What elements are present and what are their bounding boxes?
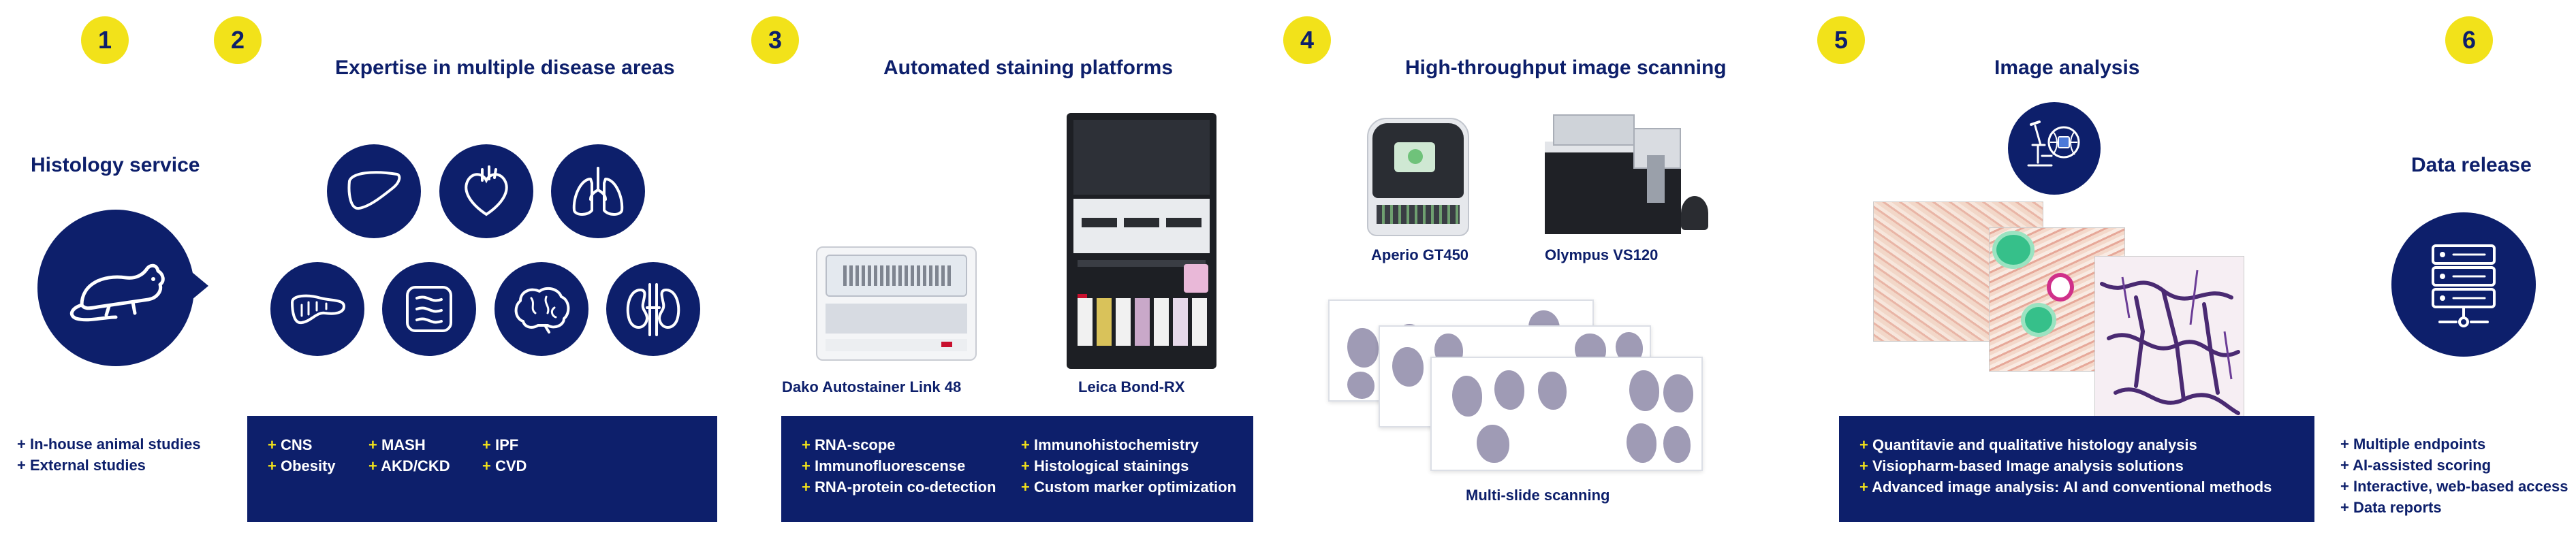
step-3-badge: 3 (751, 16, 799, 64)
aperio-caption: Aperio GT450 (1371, 246, 1469, 263)
analysis-images (1873, 201, 2244, 426)
olympus-caption: Olympus VS120 (1545, 246, 1659, 263)
dako-autostainer-image (816, 246, 977, 361)
step-5-panel: Quantitavie and qualitative histology an… (1839, 416, 2314, 522)
step-3-item: Immunofluorescense (802, 457, 965, 475)
step-6-item: Interactive, web-based access (2340, 478, 2569, 499)
step-6-item: AI-assisted scoring (2340, 457, 2568, 478)
step-5-item: Quantitavie and qualitative histology an… (1859, 436, 2197, 454)
step-5-badge: 5 (1817, 16, 1865, 64)
step-3-item: Custom marker optimization (1021, 478, 1236, 496)
multi-slide-caption: Multi-slide scanning (1466, 487, 1610, 504)
step-2-badge: 2 (214, 16, 262, 64)
step-1-item: External studies (17, 457, 201, 478)
step-2-item: AKD/CKD (368, 457, 450, 475)
multi-slide-image (1328, 299, 1710, 480)
heart-icon (465, 165, 508, 216)
aperio-scanner-image (1367, 118, 1469, 236)
pancreas-icon (291, 294, 345, 325)
mouse-icon (69, 263, 165, 322)
organ-circle-kidney (606, 262, 700, 356)
step-4-heading: High-throughput image scanning (1405, 56, 1727, 79)
step-5-item: Advanced image analysis: AI and conventi… (1859, 478, 2272, 496)
step-3-heading: Automated staining platforms (883, 56, 1174, 79)
slide-front (1430, 357, 1703, 471)
step-3-item: Histological stainings (1021, 457, 1189, 475)
intestine-icon (406, 286, 452, 332)
brain-icon (514, 287, 570, 334)
step-6-heading: Data release (2411, 154, 2532, 176)
analysis-circle (2008, 102, 2101, 195)
histology-image-3 (2094, 256, 2244, 426)
step-1-pointer (184, 265, 208, 306)
olympus-scanner-image (1545, 114, 1722, 237)
step-2-panel: CNS Obesity MASH AKD/CKD IPF CVD (247, 416, 717, 522)
step-1-heading: Histology service (31, 154, 200, 176)
organ-circle-lungs (551, 144, 645, 238)
organ-circle-heart (439, 144, 533, 238)
step-6-item: Data reports (2340, 499, 2568, 520)
step-3-item: RNA-protein co-detection (802, 478, 996, 496)
organ-circle-pancreas (270, 262, 364, 356)
step-2-item: CNS (268, 436, 312, 454)
step-2-item: IPF (482, 436, 518, 454)
liver-icon (347, 171, 401, 210)
kidney-icon (626, 283, 680, 336)
step-3-panel: RNA-scope Immunofluorescense RNA-protein… (781, 416, 1253, 522)
step-1-badge: 1 (81, 16, 129, 64)
step-5-heading: Image analysis (1994, 56, 2140, 79)
organ-circle-brain (494, 262, 588, 356)
step-2-item: Obesity (268, 457, 336, 475)
step-2-item: CVD (482, 457, 527, 475)
step-2-heading: Expertise in multiple disease areas (335, 56, 675, 79)
server-icon (2432, 244, 2496, 327)
step-5-item: Visiopharm-based Image analysis solution… (1859, 457, 2184, 475)
dako-caption: Dako Autostainer Link 48 (782, 378, 962, 395)
microscope-ai-icon (2027, 120, 2080, 167)
step-6-item: Multiple endpoints (2340, 436, 2568, 457)
step-1-list: In-house animal studies External studies (17, 436, 201, 478)
data-release-circle (2391, 212, 2536, 357)
lungs-icon (572, 167, 624, 216)
step-1-circle (37, 210, 194, 366)
step-3-item: RNA-scope (802, 436, 896, 454)
organ-circle-intestine (382, 262, 476, 356)
step-3-item: Immunohistochemistry (1021, 436, 1199, 454)
step-4-badge: 4 (1283, 16, 1331, 64)
step-1-item: In-house animal studies (17, 436, 201, 457)
leica-caption: Leica Bond-RX (1078, 378, 1185, 395)
step-6-badge: 6 (2445, 16, 2493, 64)
leica-bond-image (1067, 113, 1216, 369)
step-6-list: Multiple endpoints AI-assisted scoring I… (2340, 436, 2568, 520)
organ-circle-liver (327, 144, 421, 238)
step-2-item: MASH (368, 436, 426, 454)
